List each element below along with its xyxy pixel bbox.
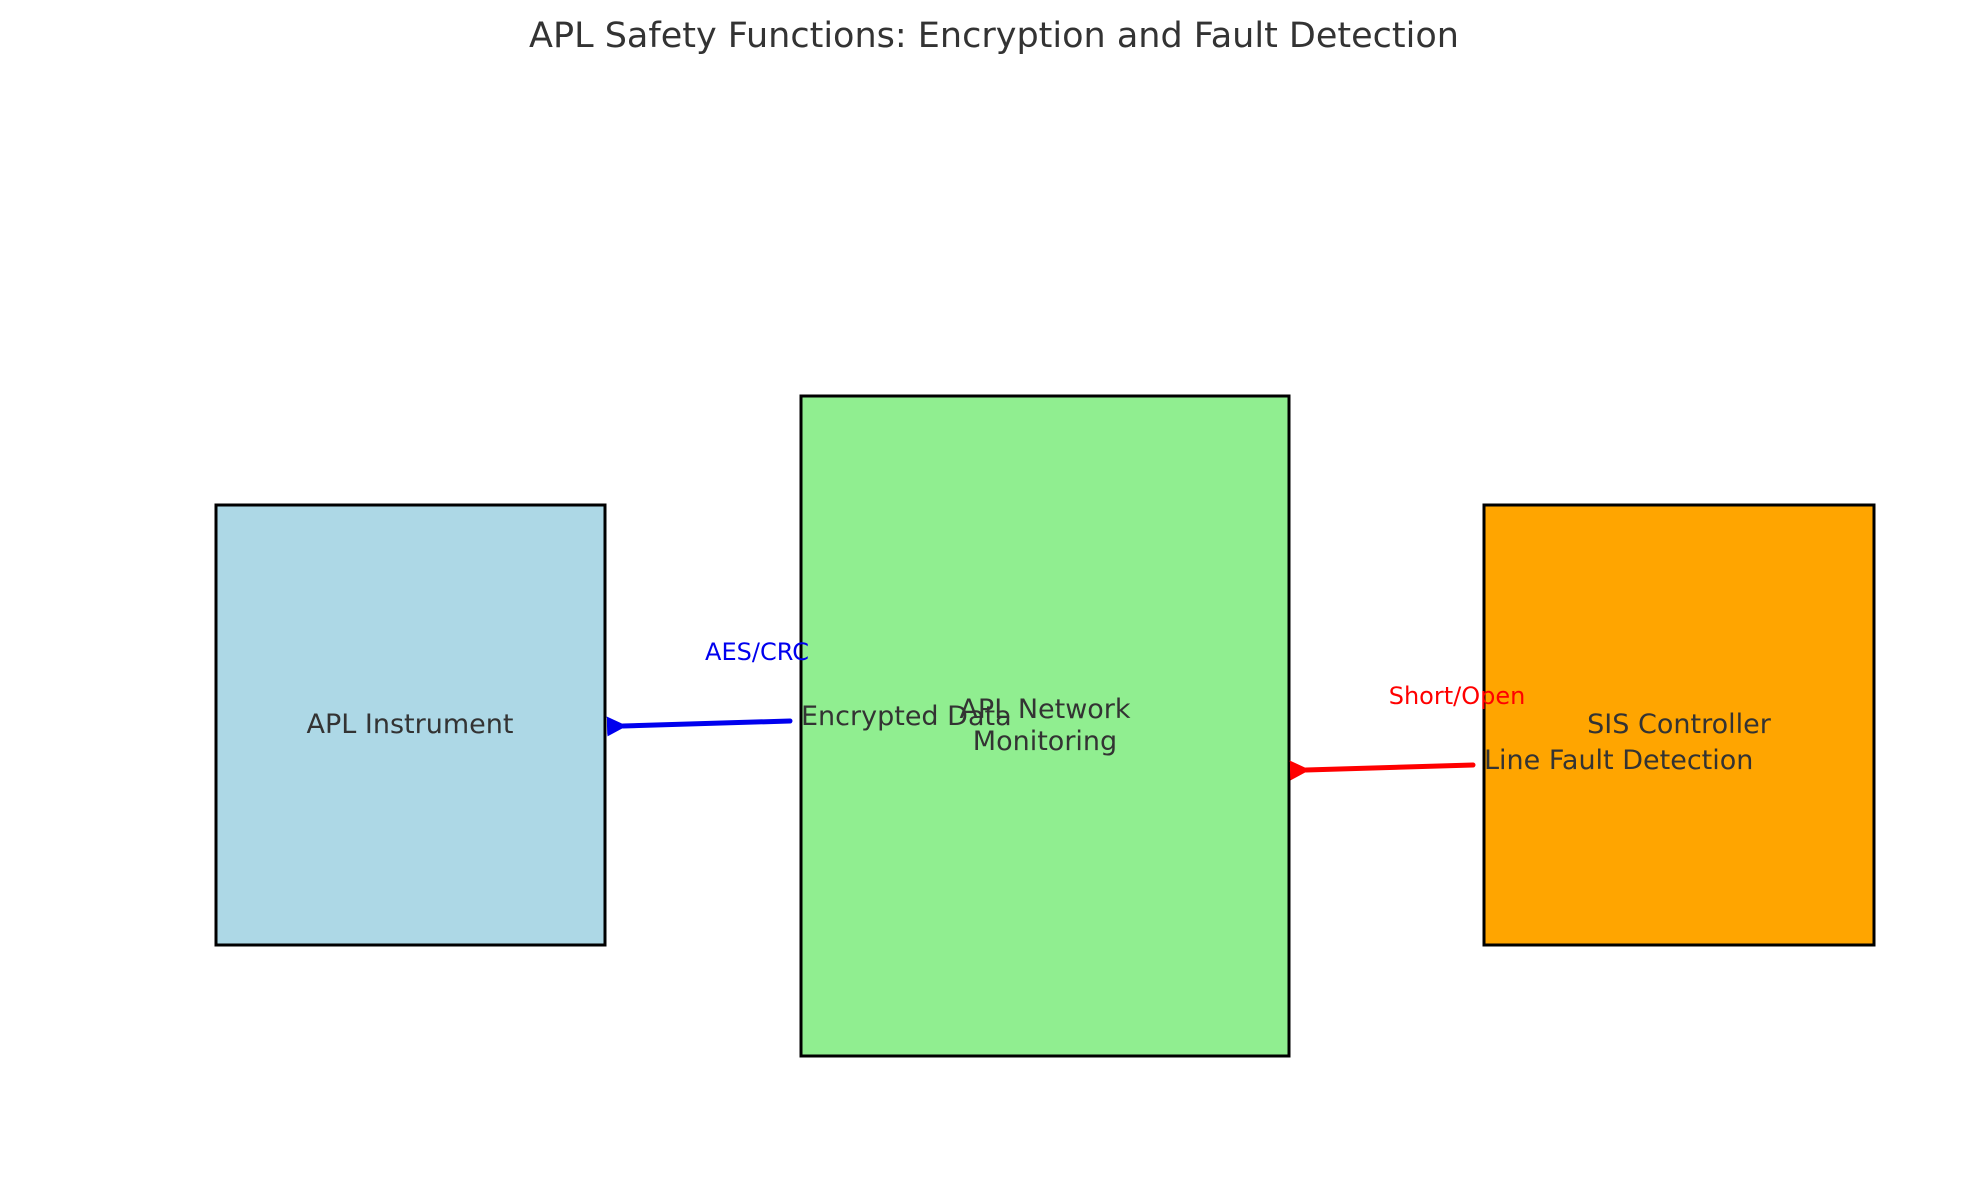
- edge-encrypted-data-arrow: [606, 716, 793, 737]
- node-apl-network-monitoring: APL Network Monitoring: [799, 394, 1291, 1058]
- edge-line-fault-detection-arrow: [1289, 760, 1476, 781]
- node-apl-network-monitoring-box: [799, 394, 1291, 1058]
- edge-line-fault-detection: Line Fault Detection Short/Open: [1289, 682, 1753, 781]
- node-sis-controller-box: [1482, 503, 1876, 947]
- node-sis-controller: SIS Controller: [1482, 503, 1876, 947]
- diagram-title: APL Safety Functions: Encryption and Fau…: [529, 16, 1459, 56]
- edge-encrypted-data-label: Encrypted Data: [801, 701, 1012, 732]
- node-apl-instrument: APL Instrument: [214, 503, 607, 947]
- node-apl-network-monitoring-label-line1: APL Network: [959, 694, 1130, 725]
- node-sis-controller-label: SIS Controller: [1587, 709, 1772, 740]
- node-apl-instrument-label: APL Instrument: [307, 709, 514, 740]
- edge-encrypted-data-sublabel: AES/CRC: [705, 638, 809, 666]
- edge-encrypted-data: Encrypted Data AES/CRC: [606, 638, 1012, 737]
- edge-line-fault-detection-label: Line Fault Detection: [1484, 745, 1753, 776]
- node-apl-instrument-box: [214, 503, 607, 947]
- node-apl-network-monitoring-label-line2: Monitoring: [973, 726, 1117, 757]
- edge-line-fault-detection-sublabel: Short/Open: [1389, 682, 1526, 710]
